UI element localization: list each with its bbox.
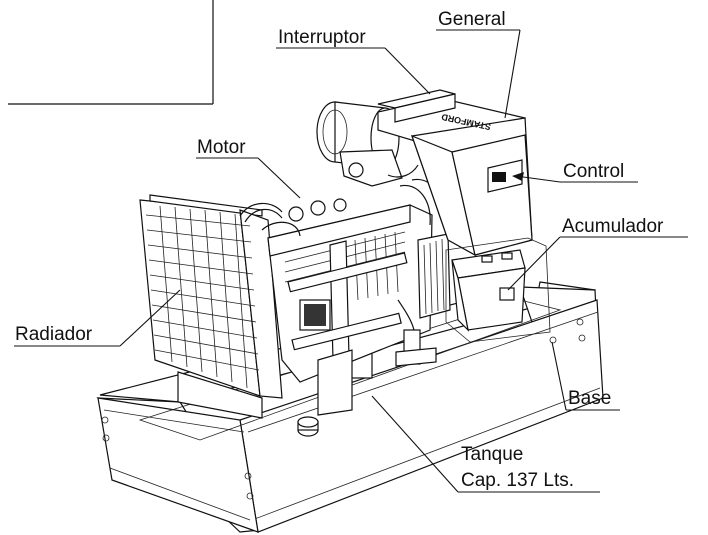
radiator-grille	[145, 205, 260, 389]
label-acumulador: Acumulador	[562, 216, 664, 237]
label-control: Control	[563, 161, 625, 182]
label-radiador: Radiador	[15, 324, 93, 345]
frame-corner	[8, 0, 214, 105]
label-motor: Motor	[197, 137, 246, 158]
alternator-housing: STAMFORD	[377, 89, 533, 257]
engine	[239, 198, 451, 416]
label-tanque: Tanque	[461, 444, 524, 465]
radiator	[139, 194, 283, 419]
label-interruptor: Interruptor	[278, 27, 366, 48]
air-filter	[316, 101, 443, 226]
label-general: General	[438, 9, 506, 30]
label-base: Base	[568, 388, 612, 409]
leader-lines	[14, 29, 688, 493]
battery	[445, 237, 551, 343]
label-tanque-capacity: Cap. 137 Lts.	[461, 470, 575, 491]
